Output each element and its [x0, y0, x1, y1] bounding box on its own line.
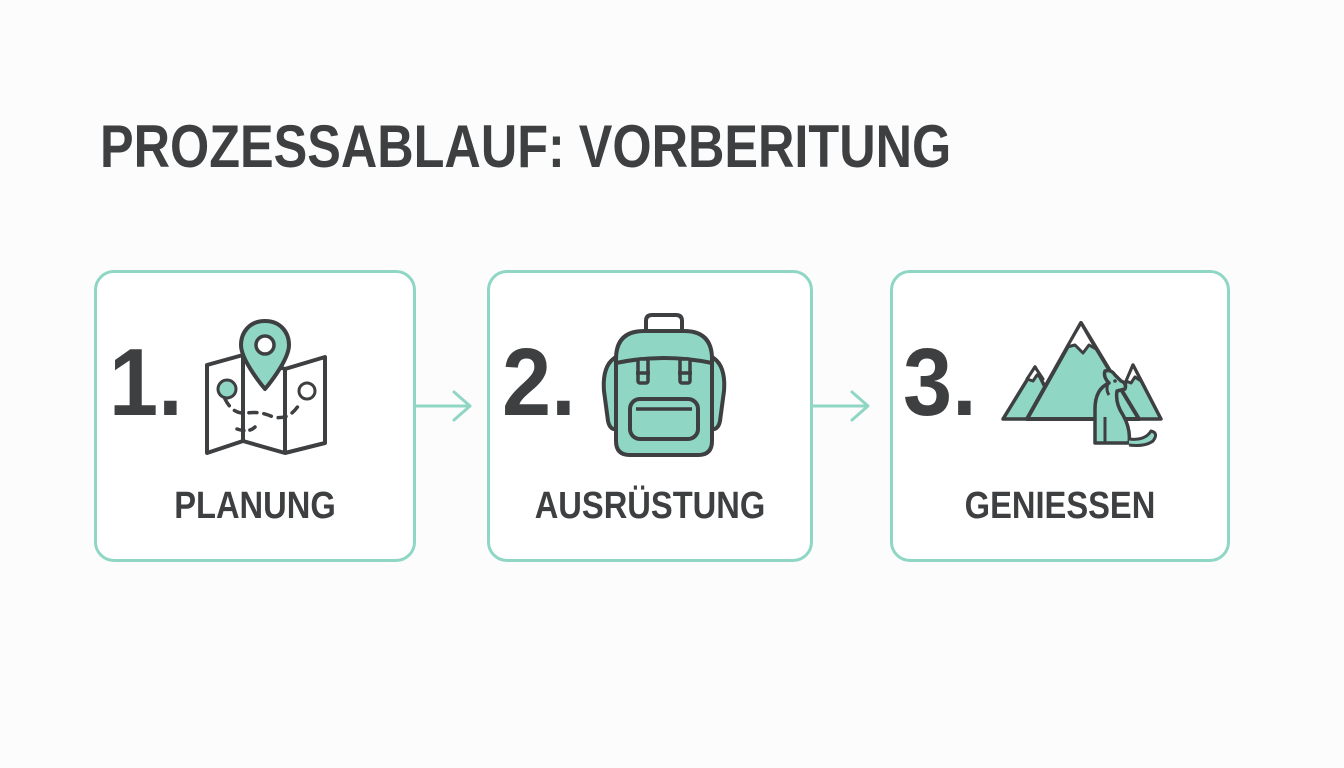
step-number: 2. [502, 329, 576, 436]
backpack-icon [601, 313, 727, 457]
step-card-ausruestung: 2. AUSRÜSTUNG [487, 270, 813, 562]
step-card-geniessen: 3. GENIESSEN [890, 270, 1230, 562]
mountain-dog-icon [1001, 321, 1163, 447]
step-label: GENIESSEN [964, 485, 1156, 527]
page-title: PROZESSABLAUF: VORBERITUNG [100, 113, 952, 180]
step-number: 1. [109, 329, 183, 436]
arrow-right-icon [414, 390, 472, 422]
arrow-right-icon [812, 390, 870, 422]
step-label: PLANUNG [174, 485, 336, 527]
step-number: 3. [903, 329, 977, 436]
step-card-planung: 1. PLANUNG [94, 270, 416, 562]
map-pin-icon [205, 319, 327, 455]
step-label: AUSRÜSTUNG [534, 485, 766, 527]
